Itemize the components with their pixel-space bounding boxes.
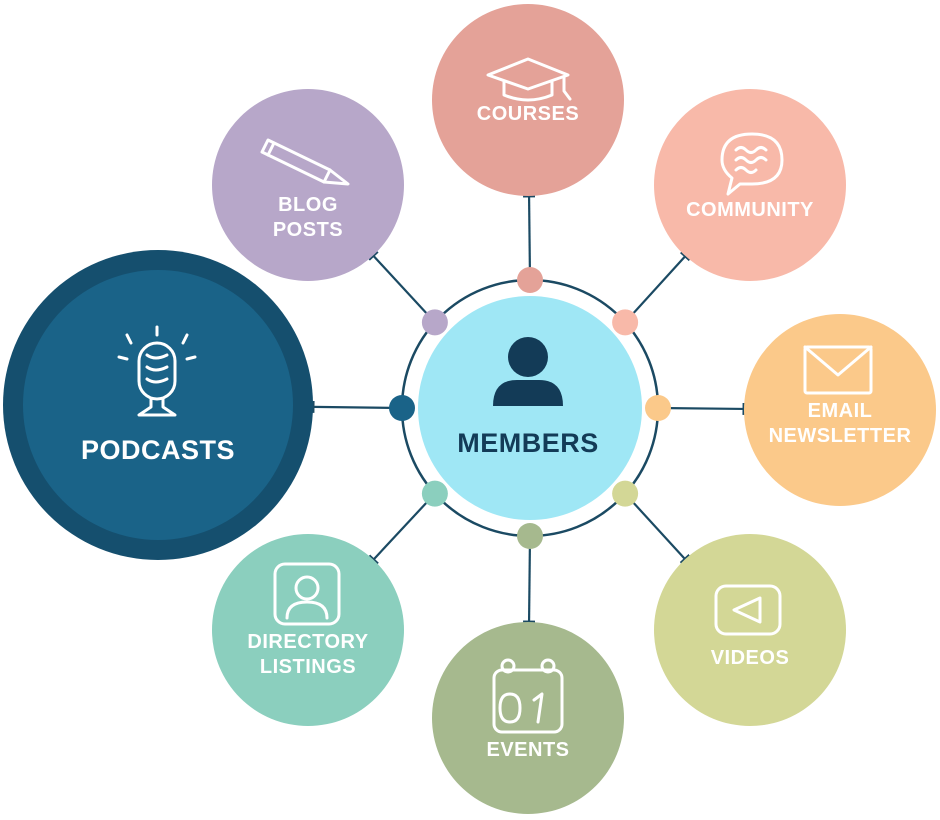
calendar-icon (492, 658, 564, 734)
node-podcasts-circle (23, 270, 293, 540)
person-icon (493, 337, 563, 406)
node-community[interactable]: COMMUNITY (654, 89, 846, 281)
node-videos-circle (654, 534, 846, 726)
connector-videos (624, 492, 690, 564)
speech-bubble-icon (720, 132, 784, 196)
connector-directory-listings (368, 492, 436, 565)
ring-dot-email-newsletter (645, 395, 671, 421)
profile-card-icon (273, 562, 341, 626)
ring-dot-directory-listings (421, 480, 448, 507)
node-blog-posts[interactable]: BLOG POSTS (212, 89, 404, 281)
ring-dot-events (517, 523, 543, 549)
connector-events (523, 535, 536, 623)
ring-dot-videos (612, 480, 639, 507)
node-blog-posts-label: BLOG (278, 194, 338, 216)
node-courses[interactable]: COURSES (432, 4, 624, 196)
ring-dot-blog-posts (421, 309, 448, 336)
node-directory-listings-label: LISTINGS (260, 656, 356, 678)
graduation-cap-icon (486, 57, 572, 102)
connector-blog-posts (368, 251, 436, 324)
members-label: MEMBERS (457, 428, 599, 458)
microphone-icon (117, 325, 197, 417)
ring-dot-community (612, 309, 639, 336)
node-directory-listings-circle (212, 534, 404, 726)
connector-email-newsletter (657, 402, 745, 415)
node-email-newsletter-label: EMAIL (808, 400, 873, 422)
connector-community (624, 251, 691, 324)
node-events-label: EVENTS (486, 739, 569, 761)
node-email-newsletter-label: NEWSLETTER (769, 425, 912, 447)
node-directory-listings[interactable]: DIRECTORY LISTINGS (212, 534, 404, 726)
node-community-label: COMMUNITY (686, 199, 814, 221)
node-blog-posts-label: POSTS (273, 219, 343, 241)
node-email-newsletter[interactable]: EMAIL NEWSLETTER (744, 314, 936, 506)
node-courses-label: COURSES (477, 103, 579, 125)
pencil-icon (260, 138, 350, 186)
node-podcasts-label: PODCASTS (81, 435, 235, 465)
play-icon (714, 584, 782, 636)
node-events[interactable]: EVENTS (432, 622, 624, 814)
members-circle[interactable] (418, 296, 642, 520)
envelope-icon (803, 345, 873, 395)
connector-courses (523, 195, 536, 281)
node-directory-listings-label: DIRECTORY (247, 631, 368, 653)
ring-dot-courses (517, 267, 543, 293)
connector-podcasts (312, 400, 403, 413)
node-videos-label: VIDEOS (711, 647, 790, 669)
ring-dot-podcasts (389, 395, 415, 421)
node-videos[interactable]: VIDEOS (654, 534, 846, 726)
node-events-circle (432, 622, 624, 814)
node-blog-posts-circle (212, 89, 404, 281)
node-podcasts[interactable]: PODCASTS (3, 250, 313, 560)
node-email-newsletter-circle (744, 314, 936, 506)
